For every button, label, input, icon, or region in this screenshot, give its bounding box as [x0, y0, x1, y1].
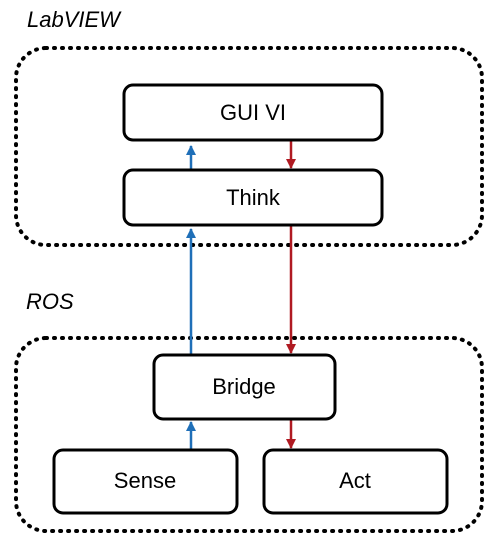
- gui-vi-label: GUI VI: [220, 100, 286, 125]
- labview-group-box: [14, 46, 484, 247]
- bridge-box: [152, 353, 337, 421]
- think-node: Think: [122, 168, 384, 227]
- sense-box: [52, 448, 239, 515]
- act-box: [262, 448, 449, 515]
- think-box: [122, 168, 384, 227]
- bridge-node: Bridge: [152, 353, 337, 421]
- bridge-label: Bridge: [212, 374, 276, 399]
- act-node: Act: [262, 448, 449, 515]
- gui-vi-node: GUI VI: [122, 83, 384, 142]
- gui-vi-box: [122, 83, 384, 142]
- ros-group-label: ROS: [26, 289, 74, 314]
- act-label: Act: [339, 468, 371, 493]
- sense-node: Sense: [52, 448, 239, 515]
- sense-label: Sense: [114, 468, 176, 493]
- labview-group-label: LabVIEW: [27, 7, 122, 32]
- think-label: Think: [226, 185, 281, 210]
- ros-group-box: [14, 336, 484, 533]
